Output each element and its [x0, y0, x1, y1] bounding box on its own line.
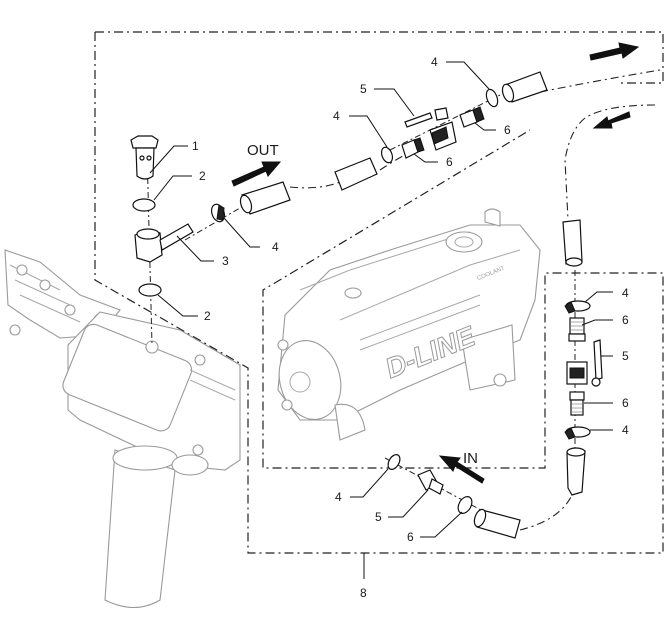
shut-off-valve-outlet: [404, 107, 457, 151]
engine-oil-filter-housing: [4, 249, 241, 609]
sealing-washer-lower: [138, 283, 162, 297]
outlet-hose-line: [289, 69, 661, 189]
hose-nipple-outlet-left: [401, 137, 425, 159]
hose-clamp-outlet-right: [485, 88, 499, 108]
sealing-washer-upper: [132, 198, 156, 212]
hose-clamp-outlet-banjo: [210, 203, 226, 223]
leader-6-return-upper: [581, 319, 613, 326]
callout-4-inlet: 4: [335, 490, 342, 504]
callout-6-return-upper: 6: [622, 313, 629, 327]
leader-6-outlet-right: [474, 122, 496, 131]
leader-4-outlet-right: [446, 61, 490, 90]
callout-5-return: 5: [622, 349, 629, 363]
leader-6-inlet: [420, 511, 463, 538]
hose-segment-outlet-1: [239, 181, 291, 215]
callout-6-outlet-left: 6: [446, 155, 453, 169]
hose-segment-return-upper: [562, 219, 583, 267]
callout-3: 3: [222, 254, 229, 268]
callout-4-return-lower: 4: [622, 423, 629, 437]
callout-4-banjo: 4: [272, 240, 279, 254]
leader-4-outlet-left: [349, 115, 388, 148]
out-label: OUT: [247, 142, 279, 159]
callout-2-lower: 2: [204, 309, 211, 323]
out-flow-arrow: [231, 161, 282, 187]
inlet-hose-line: [519, 494, 573, 531]
callout-2-upper: 2: [199, 169, 206, 183]
callout-4-return-upper: 4: [622, 286, 629, 300]
sealing-ring-inlet: [387, 454, 401, 470]
leader-6-outlet-left: [413, 153, 438, 163]
hose-clamp-return-upper: [564, 300, 591, 314]
callout-6-outlet-right: 6: [504, 123, 511, 137]
leader-2-lower: [157, 294, 198, 317]
kit-boundary: [94, 31, 664, 554]
in-label: IN: [463, 450, 478, 467]
callout-4-outlet-left: 4: [333, 109, 340, 123]
banjo-fitting: [134, 223, 194, 263]
shut-off-valve-return: [566, 339, 603, 387]
outlet-direction-arrow: [589, 42, 640, 61]
callout-8: 8: [360, 586, 367, 600]
callout-6-return-lower: 6: [622, 396, 629, 410]
leader-4-banjo: [223, 217, 260, 248]
leader-5-inlet: [388, 489, 429, 518]
callout-5-outlet: 5: [360, 82, 367, 96]
hose-segment-outlet-2: [334, 157, 378, 191]
leader-2-upper: [153, 175, 192, 201]
callout-6-inlet: 6: [407, 530, 414, 544]
hose-nipple-return-upper: [568, 317, 586, 342]
hose-clamp-inlet: [457, 496, 473, 514]
inlet-fitting: [417, 469, 444, 495]
callout-4-outlet-right: 4: [431, 55, 438, 69]
hose-segment-return-lower: [566, 447, 586, 496]
leader-3: [176, 235, 214, 262]
hose-nipple-return-lower: [569, 391, 585, 416]
heater-unit: D-LINE COOLANT: [277, 208, 541, 441]
hose-clamp-return-lower: [564, 426, 591, 440]
callout-1: 1: [192, 139, 199, 153]
callout-5-inlet: 5: [375, 510, 382, 524]
hose-nipple-outlet-right: [459, 106, 485, 128]
leader-1: [149, 145, 188, 174]
hose-segment-inlet: [473, 508, 521, 539]
outlet-axis: [184, 94, 501, 241]
banjo-axis: [146, 149, 153, 346]
leader-4-return-upper: [584, 291, 613, 303]
banjo-bolt: [130, 135, 159, 180]
in-flow-arrow: [438, 455, 485, 484]
hose-segment-outlet-3: [501, 71, 548, 103]
hose-clamp-outlet-left: [380, 146, 394, 164]
leader-5-outlet: [374, 88, 415, 117]
return-direction-arrow: [592, 111, 631, 129]
leader-4-inlet: [350, 468, 389, 498]
